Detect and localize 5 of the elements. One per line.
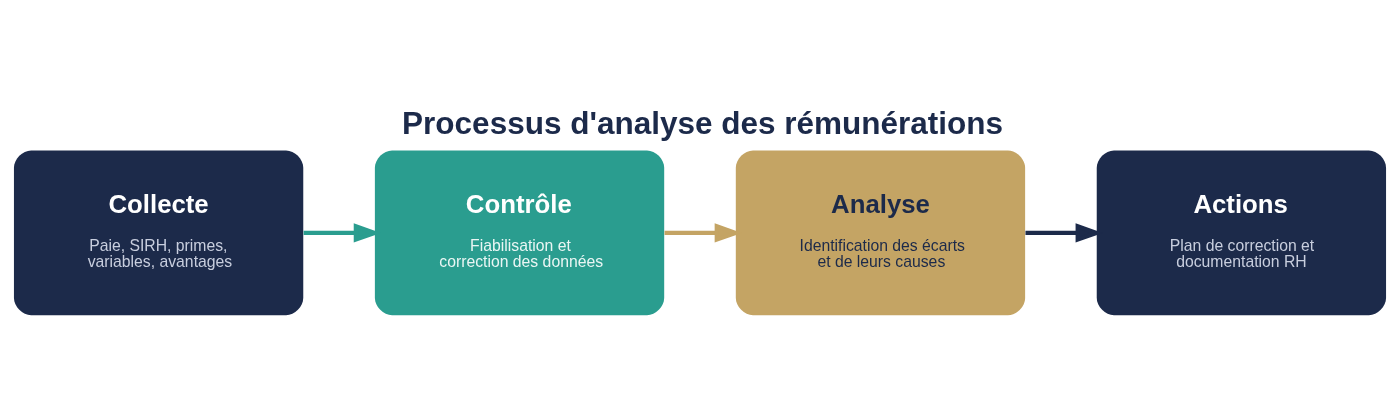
node-box: Collecte Paie, SIRH, primes, variables, avantages xyxy=(13,150,304,316)
diagram-title: Processus d'analyse des rémunérations xyxy=(402,105,1004,142)
node-box: Contrôle Fiabilisation et correction des données xyxy=(374,150,665,316)
node-box: Analyse Identification des écarts et de leurs causes xyxy=(735,150,1026,316)
node-box: Actions Plan de correction et documentation RH xyxy=(1096,150,1387,316)
